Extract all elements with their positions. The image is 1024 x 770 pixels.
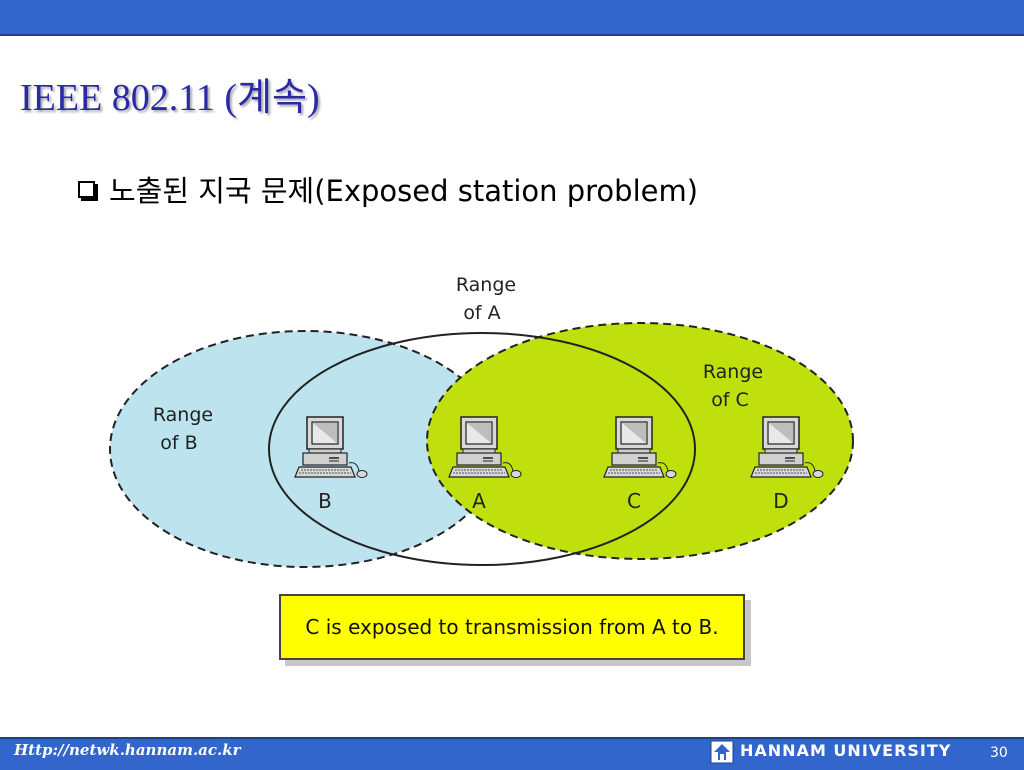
range-c-label-line2: of C [711,389,749,411]
range-a-label-line2: of A [463,302,500,324]
slide-title: IEEE 802.11 (계속) [20,77,320,119]
caption-text: C is exposed to transmission from A to B… [305,615,719,639]
header-bar [0,0,1024,36]
range-b-label-line2: of B [160,432,197,454]
range-c-label-line1: Range [703,361,763,383]
university-name: HANNAM UNIVERSITY [740,741,952,760]
hannam-logo-icon [710,740,734,764]
station-c-label: C [627,489,641,513]
bullet-text: 노출된 지국 문제(Exposed station problem) [109,174,699,208]
caption-box: C is exposed to transmission from A to B… [279,594,745,660]
bullet-item: 노출된 지국 문제(Exposed station problem) [78,168,698,210]
range-b-label-line1: Range [153,404,213,426]
checkbox-bullet-icon [78,181,95,198]
station-a-label: A [472,489,486,513]
station-b-label: B [318,489,332,513]
page-number: 30 [990,745,1008,761]
footer-bar [0,737,1024,770]
range-a-label-line1: Range [456,274,516,296]
range-a-outline [268,332,696,566]
station-d-label: D [773,489,788,513]
footer-url[interactable]: Http://netwk.hannam.ac.kr [14,741,241,759]
